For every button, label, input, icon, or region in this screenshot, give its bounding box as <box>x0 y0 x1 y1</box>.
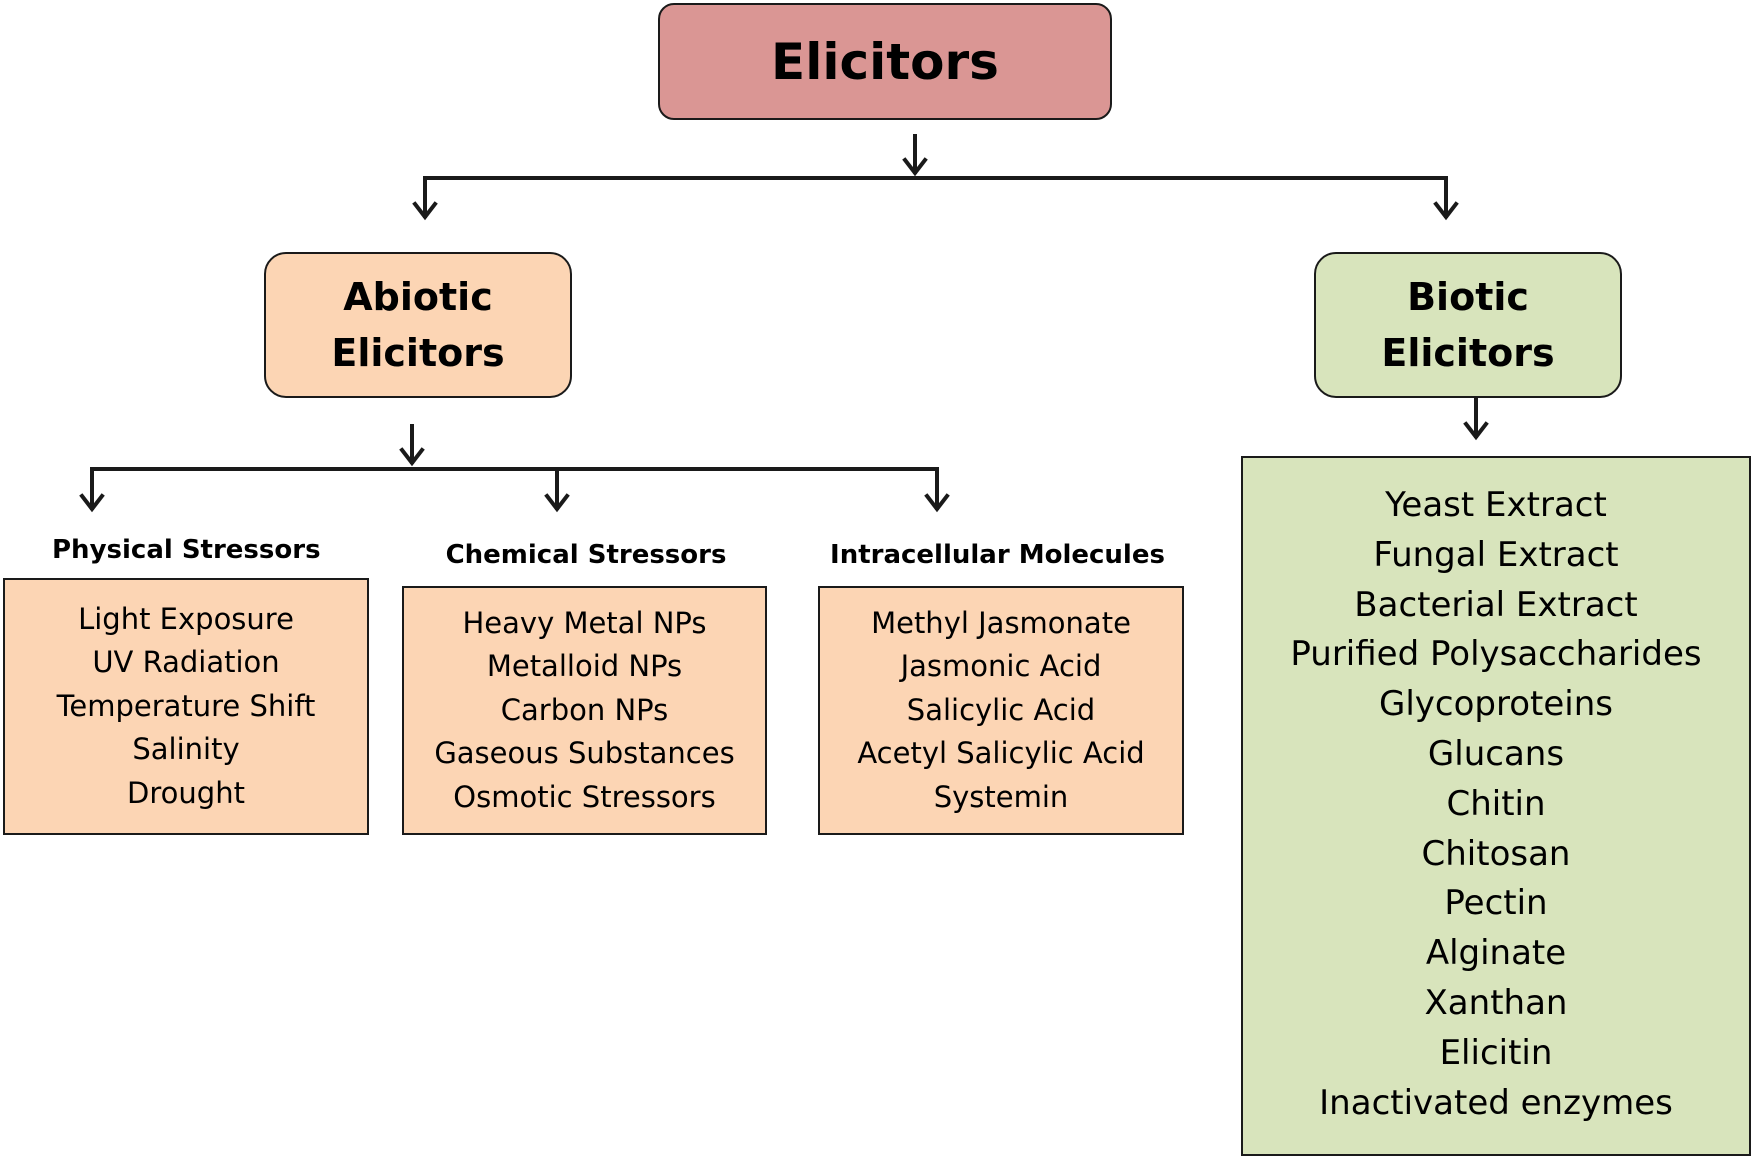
biotic-arrowhead <box>1433 201 1459 221</box>
list-item: Purified Polysaccharides <box>1290 634 1702 675</box>
list-item: UV Radiation <box>92 645 280 680</box>
biotic-label-line2: Elicitors <box>1381 331 1555 375</box>
biotic-label-line1: Biotic <box>1407 275 1529 319</box>
physical-arrowhead <box>79 493 105 513</box>
chemical-arrowhead <box>544 493 570 513</box>
list-item: Elicitin <box>1439 1032 1553 1073</box>
abiotic-stem-arrowhead <box>399 447 425 467</box>
list-item: Inactivated enzymes <box>1319 1082 1673 1123</box>
physical-stressors-list: Light Exposure UV Radiation Temperature … <box>3 578 369 835</box>
physical-stressors-title: Physical Stressors <box>52 535 321 565</box>
list-item: Fungal Extract <box>1373 534 1619 575</box>
list-item: Heavy Metal NPs <box>462 605 707 640</box>
list-item: Temperature Shift <box>56 688 316 723</box>
intracellular-molecules-title: Intracellular Molecules <box>830 540 1165 570</box>
list-item: Jasmonic Acid <box>900 649 1102 684</box>
elicitors-root-box: Elicitors <box>658 3 1112 120</box>
list-item: Bacterial Extract <box>1354 584 1638 625</box>
abiotic-arrowhead <box>412 201 438 221</box>
list-item: Salicylic Acid <box>906 692 1096 727</box>
chemical-stressors-list: Heavy Metal NPs Metalloid NPs Carbon NPs… <box>402 586 767 835</box>
list-item: Osmotic Stressors <box>453 779 716 814</box>
list-item: Glycoproteins <box>1379 684 1613 725</box>
list-item: Gaseous Substances <box>434 736 735 771</box>
biotic-stem-arrowhead <box>1463 421 1489 441</box>
intracellular-arrowhead <box>924 493 950 513</box>
list-item: Methyl Jasmonate <box>871 605 1131 640</box>
list-item: Chitosan <box>1421 833 1571 874</box>
biotic-elicitors-box: Biotic Elicitors <box>1314 252 1622 398</box>
intracellular-molecules-list: Methyl Jasmonate Jasmonic Acid Salicylic… <box>818 586 1184 835</box>
abiotic-label-line1: Abiotic <box>343 275 493 319</box>
chemical-stressors-title: Chemical Stressors <box>445 540 727 570</box>
list-item: Glucans <box>1427 733 1565 774</box>
list-item: Salinity <box>132 732 240 767</box>
list-item: Metalloid NPs <box>486 649 683 684</box>
biotic-elicitors-list: Yeast Extract Fungal Extract Bacterial E… <box>1241 456 1751 1156</box>
list-item: Light Exposure <box>78 601 294 636</box>
list-item: Drought <box>127 775 245 810</box>
root-drop-arrowhead <box>902 157 928 177</box>
list-item: Acetyl Salicylic Acid <box>857 736 1145 771</box>
abiotic-elicitors-box: Abiotic Elicitors <box>264 252 572 398</box>
abiotic-label-line2: Elicitors <box>331 331 505 375</box>
list-item: Yeast Extract <box>1385 485 1607 525</box>
root-label: Elicitors <box>771 32 999 91</box>
list-item: Xanthan <box>1424 982 1568 1023</box>
list-item: Systemin <box>933 779 1069 814</box>
list-item: Pectin <box>1444 883 1548 924</box>
list-item: Chitin <box>1446 783 1546 824</box>
list-item: Carbon NPs <box>500 692 669 727</box>
list-item: Alginate <box>1425 933 1567 974</box>
